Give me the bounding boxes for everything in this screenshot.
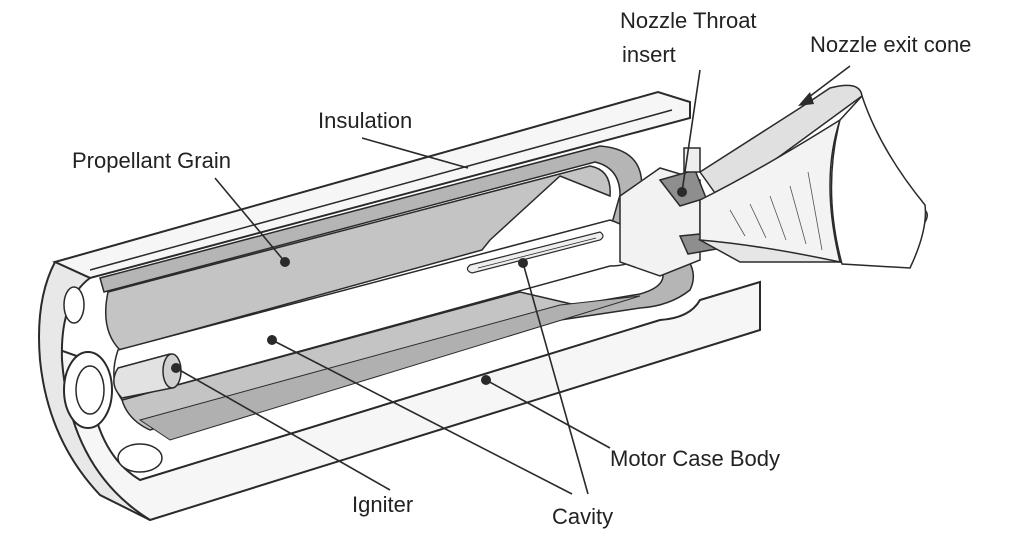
dot-propellant-grain bbox=[280, 257, 290, 267]
label-insulation: Insulation bbox=[318, 108, 412, 133]
dot-motor-case bbox=[481, 375, 491, 385]
label-cavity: Cavity bbox=[552, 504, 613, 529]
label-nozzle-exit-cone: Nozzle exit cone bbox=[810, 32, 971, 57]
label-propellant-grain: Propellant Grain bbox=[72, 148, 231, 173]
nozzle-exit-lip bbox=[831, 96, 925, 268]
dot-cavity-1 bbox=[267, 335, 277, 345]
dot-cavity-2 bbox=[518, 258, 528, 268]
forward-port-top bbox=[64, 287, 84, 323]
dot-igniter bbox=[171, 363, 181, 373]
label-nozzle-throat-line2: insert bbox=[622, 42, 676, 67]
label-igniter: Igniter bbox=[352, 492, 413, 517]
label-nozzle-throat-line1: Nozzle Throat bbox=[620, 8, 757, 33]
label-motor-case-body: Motor Case Body bbox=[610, 446, 780, 471]
dot-nozzle-throat bbox=[677, 187, 687, 197]
forward-port-bottom bbox=[118, 444, 162, 472]
forward-port-center-inner bbox=[76, 366, 104, 414]
